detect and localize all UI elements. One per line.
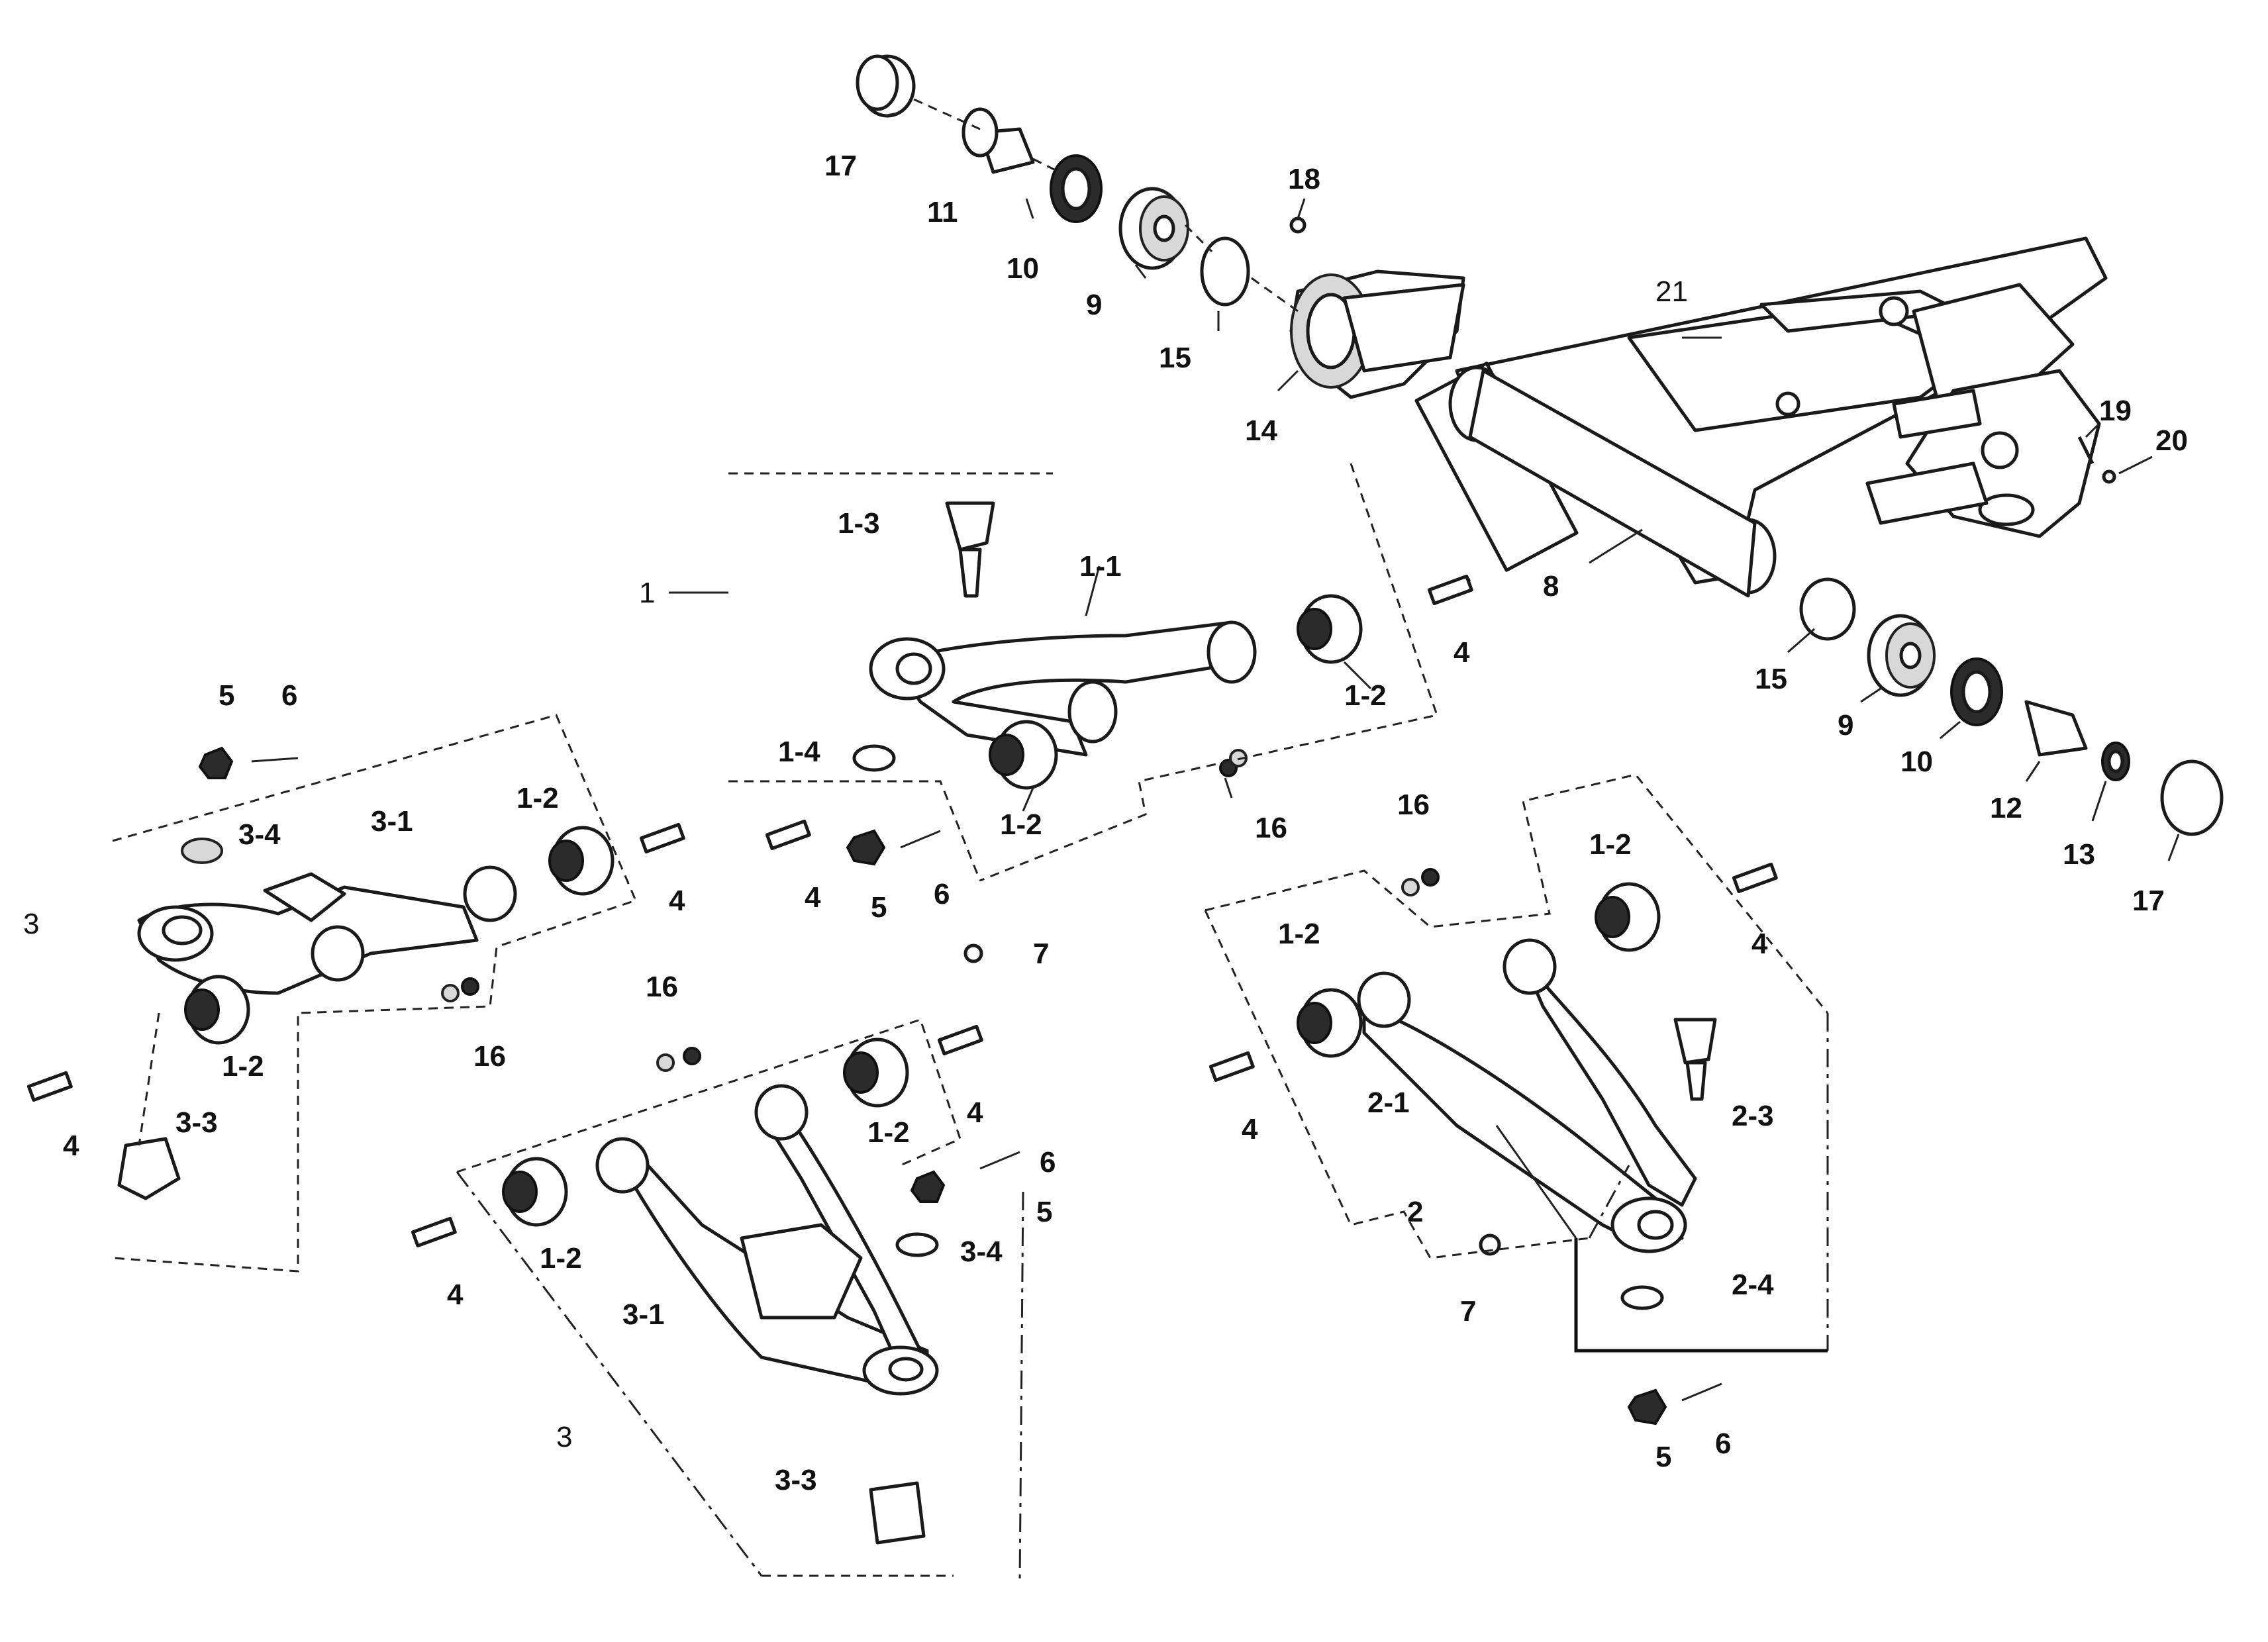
pivot-bearing-stack-right (1799, 436, 2224, 836)
callout-1-2-center-right: 1-2 (1344, 679, 1387, 712)
callout-11: 11 (927, 196, 958, 228)
callout-16-c: 16 (473, 1040, 506, 1073)
callout-1-4: 1-4 (778, 736, 820, 768)
pivot-bearing-stack-left (856, 54, 1307, 307)
swing-arm-tube (1414, 236, 2108, 598)
callout-1-2-right-b: 1-2 (1278, 918, 1320, 950)
upper-arm-assembly-2 (1204, 773, 1829, 1425)
upper-arm-assembly-1 (669, 463, 1473, 963)
callout-5-b: 5 (1655, 1441, 1671, 1473)
callout-labels: 17 11 10 9 15 14 18 21 8 19 20 15 9 10 1… (23, 150, 2188, 1496)
washer-3-4-left (181, 838, 223, 864)
callout-16-b: 16 (1397, 789, 1430, 821)
callout-3-3-bottom: 3-3 (775, 1464, 817, 1496)
leader-lines (883, 98, 2180, 861)
washer-1-4 (852, 744, 896, 772)
callout-3-4-left: 3-4 (238, 818, 281, 851)
callout-15-top: 15 (1159, 342, 1191, 374)
ball-joint-3-3-bottom (869, 1481, 926, 1545)
callout-12: 12 (1990, 792, 2022, 824)
callout-1-1: 1-1 (1079, 550, 1122, 583)
callout-21: 21 (1655, 275, 1688, 308)
callout-7-b: 7 (1460, 1295, 1476, 1328)
grease-fitting-7-center (963, 943, 983, 963)
callout-1-2-bottom-a: 1-2 (867, 1116, 910, 1149)
callout-1-2-bottom-b: 1-2 (540, 1242, 582, 1275)
callout-17-top: 17 (824, 150, 857, 182)
callout-19: 19 (2099, 395, 2132, 427)
callout-5-a: 5 (871, 891, 887, 924)
callout-3-bottom: 3 (556, 1421, 572, 1453)
callout-9-top: 9 (1086, 289, 1102, 321)
callout-4-h: 4 (447, 1279, 464, 1311)
callout-2: 2 (1407, 1196, 1423, 1228)
lower-arm-assembly-3-bottom (411, 1018, 1024, 1583)
callout-10-top: 10 (1007, 252, 1039, 285)
callout-3-1-left: 3-1 (371, 805, 413, 838)
callout-15-bottom: 15 (1755, 663, 1787, 695)
callout-1-2-left-a: 1-2 (517, 782, 559, 814)
callout-16-d: 16 (646, 971, 678, 1003)
callout-4-d: 4 (1242, 1113, 1258, 1145)
callout-18: 18 (1288, 163, 1320, 195)
ring-15-top (1200, 236, 1250, 307)
pivot-shaft-12 (2024, 700, 2088, 757)
callout-3-1-bottom: 3-1 (622, 1298, 665, 1331)
callout-8: 8 (1543, 570, 1559, 603)
washer-20 (2102, 469, 2116, 484)
callout-4-e: 4 (669, 885, 685, 917)
washer-3-4-bottom (895, 1232, 939, 1257)
callout-2-3: 2-3 (1732, 1100, 1774, 1132)
bearing-housing (1289, 269, 1465, 399)
swing-arm-assembly (1289, 236, 2108, 598)
callout-4-b: 4 (805, 881, 821, 914)
callout-2-4: 2-4 (1732, 1269, 1774, 1301)
callout-4-a: 4 (1454, 636, 1470, 669)
callout-9-bottom: 9 (1838, 709, 1853, 742)
callout-4-c: 4 (1751, 928, 1768, 960)
callout-3-left: 3 (23, 908, 39, 940)
callout-4-g: 4 (967, 1096, 983, 1129)
washer-2-4 (1620, 1285, 1664, 1310)
callout-20: 20 (2155, 424, 2188, 457)
callout-6-b: 6 (1715, 1427, 1731, 1460)
lower-arm-assembly-3-left (26, 714, 685, 1273)
cap-17-bottom (2160, 759, 2224, 836)
ball-joint-2-3 (1673, 1018, 1717, 1065)
callout-5-c: 5 (219, 679, 234, 712)
ring-15-bottom (1799, 577, 1856, 641)
pin-19 (2077, 436, 2095, 465)
callout-7-a: 7 (1033, 938, 1049, 970)
callout-4-f: 4 (63, 1130, 79, 1162)
callout-14: 14 (1245, 414, 1277, 447)
callout-3-3-left: 3-3 (175, 1106, 218, 1139)
grease-fitting-7-right (1479, 1233, 1501, 1256)
callout-16-a: 16 (1255, 812, 1287, 844)
ball-joint-3-3-left (117, 1137, 181, 1200)
callout-6-c: 6 (281, 679, 297, 712)
callout-6-d: 6 (1040, 1146, 1056, 1179)
callout-1-2-right-a: 1-2 (1589, 828, 1632, 861)
callout-10-bottom: 10 (1900, 746, 1933, 778)
callout-1-2-center-left: 1-2 (1000, 808, 1042, 841)
callout-13: 13 (2063, 838, 2095, 871)
callout-3-4-bottom: 3-4 (960, 1235, 1003, 1268)
grease-fitting-18 (1289, 217, 1307, 234)
callout-1: 1 (639, 577, 655, 609)
callout-5-d: 5 (1036, 1196, 1052, 1228)
callout-17-bottom: 17 (2132, 885, 2165, 917)
callout-1-2-left-b: 1-2 (222, 1050, 264, 1083)
callout-6-a: 6 (934, 878, 950, 910)
ball-joint-1-3 (945, 501, 995, 552)
callout-2-1: 2-1 (1367, 1087, 1410, 1119)
callout-1-3: 1-3 (838, 507, 880, 540)
